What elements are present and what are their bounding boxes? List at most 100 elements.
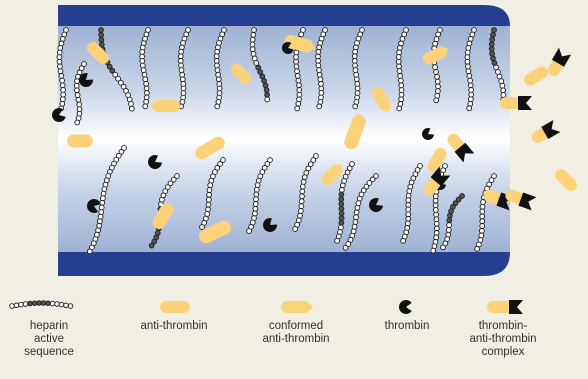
heparin-bead <box>398 74 403 79</box>
heparin-bead <box>101 191 106 196</box>
heparin-bead <box>255 183 260 188</box>
heparin-bead <box>354 72 359 77</box>
heparin-bead <box>23 302 28 307</box>
heparin-bead <box>209 178 214 183</box>
heparin-bead <box>99 205 104 210</box>
heparin-bead <box>205 212 210 217</box>
heparin-bead <box>181 86 186 91</box>
legend-icons <box>10 300 523 314</box>
heparin-bead <box>64 303 69 308</box>
heparin-bead <box>214 54 219 59</box>
heparin-bead <box>319 82 324 87</box>
heparin-active-bead <box>32 301 37 306</box>
heparin-bead <box>354 215 359 220</box>
heparin-bead <box>294 59 299 64</box>
heparin-bead <box>436 89 441 94</box>
heparin-bead <box>317 72 322 77</box>
heparin-bead <box>68 304 73 309</box>
heparin-active-bead <box>448 213 453 218</box>
heparin-active-bead <box>491 56 496 61</box>
heparin-bead <box>297 92 302 97</box>
heparin-bead <box>247 229 252 234</box>
heparin-bead <box>214 59 219 64</box>
heparin-bead <box>301 180 306 185</box>
thrombin-anti-thrombin-complex <box>487 300 523 314</box>
heparin-bead <box>59 302 64 307</box>
heparin-bead <box>399 88 404 93</box>
heparin-bead <box>475 247 480 252</box>
thrombin-anti-thrombin-complex-icon <box>487 300 523 314</box>
heparin-bead <box>353 220 358 225</box>
heparin-bead <box>75 88 80 93</box>
heparin-bead <box>141 68 146 73</box>
heparin-bead <box>354 210 359 215</box>
heparin-bead <box>436 84 441 89</box>
anti-thrombin <box>553 167 580 194</box>
heparin-bead <box>465 55 470 60</box>
heparin-bead <box>480 228 485 233</box>
heparin-bead <box>433 41 438 46</box>
heparin-bead <box>74 83 79 88</box>
heparin-bead <box>251 52 256 57</box>
heparin-bead <box>494 65 499 70</box>
heparin-active-bead <box>490 51 495 56</box>
heparin-bead <box>466 46 471 51</box>
heparin-chain-icon <box>10 301 73 309</box>
thrombin-anti-thrombin-complex <box>545 48 571 79</box>
anti-thrombin <box>67 135 93 148</box>
heparin-bead <box>215 63 220 68</box>
heparin-bead <box>215 68 220 73</box>
heparin-bead <box>446 228 451 233</box>
heparin-bead <box>180 77 185 82</box>
heparin-bead <box>216 72 221 77</box>
heparin-bead <box>254 192 259 197</box>
heparin-bead <box>294 64 299 69</box>
heparin-bead <box>160 197 165 202</box>
heparin-bead <box>397 106 402 111</box>
heparin-active-bead <box>339 211 344 216</box>
heparin-active-bead <box>99 28 104 33</box>
heparin-bead <box>206 202 211 207</box>
heparin-bead <box>480 209 485 214</box>
heparin-bead <box>431 248 436 253</box>
heparin-bead <box>57 59 62 64</box>
heparin-bead <box>434 212 439 217</box>
heparin-bead <box>58 69 63 74</box>
heparin-bead <box>406 207 411 212</box>
heparin-bead <box>143 77 148 82</box>
heparin-bead <box>253 202 258 207</box>
heparin-bead <box>396 55 401 60</box>
heparin-bead <box>343 245 348 250</box>
heparin-active-bead <box>489 42 494 47</box>
heparin-bead <box>435 79 440 84</box>
heparin-active-bead <box>99 37 104 42</box>
heparin-bead <box>14 303 19 308</box>
heparin-bead <box>180 72 185 77</box>
heparin-bead <box>300 194 305 199</box>
complex-thrombin-part <box>509 300 523 314</box>
heparin-bead <box>179 63 184 68</box>
heparin-bead <box>179 68 184 73</box>
heparin-bead <box>468 101 473 106</box>
heparin-bead <box>447 223 452 228</box>
heparin-bead <box>77 111 82 116</box>
heparin-bead <box>251 33 256 38</box>
heparin-bead <box>200 225 205 230</box>
heparin-active-bead <box>339 197 344 202</box>
heparin-bead <box>59 41 64 46</box>
heparin-bead <box>353 63 358 68</box>
heparin-bead <box>406 203 411 208</box>
heparin-bead <box>317 104 322 109</box>
heparin-bead <box>100 200 105 205</box>
heparin-bead <box>398 102 403 107</box>
heparin-bead <box>501 88 506 93</box>
heparin-active-bead <box>263 83 268 88</box>
heparin-bead <box>77 102 82 107</box>
heparin-bead <box>101 196 106 201</box>
heparin-bead <box>319 95 324 100</box>
heparin-bead <box>317 45 322 50</box>
heparin-bead <box>397 64 402 69</box>
heparin-bead <box>433 65 438 70</box>
heparin-bead <box>435 74 440 79</box>
heparin-bead <box>57 50 62 55</box>
